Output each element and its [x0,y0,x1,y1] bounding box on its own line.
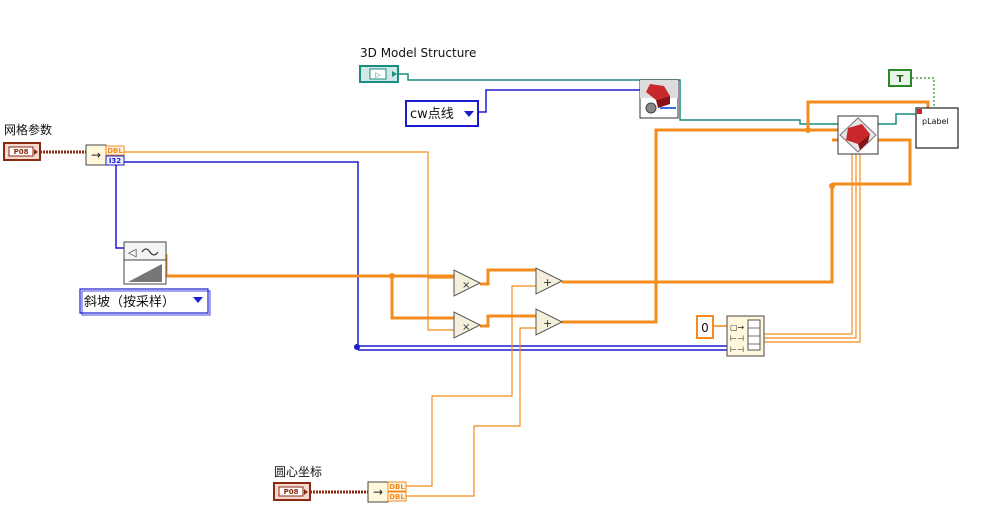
svg-text:0: 0 [701,321,709,335]
gear-icon [645,102,657,114]
wire-render-mode [478,89,643,113]
svg-text:▷: ▷ [375,71,381,79]
wire-bool [912,77,935,110]
wire-array-out3 [764,150,861,343]
center-coords-terminal[interactable]: P08 [273,482,311,501]
wire-center-dbl2 [406,327,536,497]
label-center-coords: 圆心坐标 [274,465,322,479]
dbl-tag-center-1: DBL [389,483,405,491]
chevron-down-icon [464,111,474,117]
wire-grid-dbl [122,151,454,279]
wire-grid-i32 [118,161,727,347]
wire-add2-out [562,128,838,324]
junction-orange-3 [829,183,835,189]
junction-orange-2 [805,127,811,133]
grid-params-terminal[interactable]: P08 [3,142,41,161]
wire-grid-i32-down [115,162,124,249]
chevron-down-icon [193,297,203,303]
junction-blue [354,344,360,350]
ramp-generator-vi[interactable]: ◁ [123,241,167,285]
bool-true-constant[interactable]: T [888,69,912,87]
waveform-type-value: 斜坡（按采样） [84,295,175,310]
model-structure-terminal[interactable]: ▷ [359,65,399,83]
add-node-2[interactable]: + [535,308,564,336]
unbundle-grid-params[interactable]: → DBL I32 [85,144,125,166]
junction-orange [389,273,395,279]
wire-grid-dbl-b [427,278,454,331]
svg-text:+: + [543,317,552,330]
multiply-node-2[interactable]: × [453,311,482,339]
waveform-type-ring[interactable]: 斜坡（按采样） [79,288,211,316]
plabel-text: pLabel [922,117,949,126]
wire-center-dbl1 [406,285,536,487]
wire-feedback [806,100,930,130]
wire-add1-out [562,186,834,284]
arrow-right-icon: ▢→ [730,323,745,332]
label-grid-params: 网格参数 [4,122,52,137]
arrow-right-icon: → [91,148,101,162]
wire-mul2-out [480,314,536,328]
multiply-node-1[interactable]: × [453,269,482,297]
add-node-1[interactable]: + [535,267,564,295]
constant-zero[interactable]: 0 [696,315,714,339]
create-object-vi[interactable] [639,79,679,119]
arrow-right-icon: ⊢⊣ [730,345,744,354]
cluster-tag-grid: P08 [14,148,29,156]
arrow-right-icon: → [373,485,383,499]
unbundle-center-coords[interactable]: → DBL DBL [367,481,407,503]
arrow-right-icon: ⊢⊣ [730,334,744,343]
svg-text:T: T [897,74,904,85]
svg-text:+: + [543,276,552,289]
wire-refnum-model [398,73,916,125]
svg-text:×: × [462,280,470,291]
wire-mul1-out [480,268,536,286]
svg-text:×: × [462,322,470,333]
dbl-tag-grid: DBL [107,147,123,155]
label-model-structure: 3D Model Structure [360,46,476,60]
wire-ramp-out [164,254,454,320]
cluster-tag-center: P08 [284,488,299,496]
wires [40,73,935,497]
cube-icon [646,84,670,100]
speaker-icon: ◁ [128,246,137,259]
render-mode-ring[interactable]: cw点线 [405,100,479,127]
wire-array-out1 [764,150,853,335]
wire-array-out2 [764,150,857,339]
set-drawable-vi[interactable] [837,115,879,155]
i32-tag-grid: I32 [109,157,121,165]
render-mode-value: cw点线 [410,107,454,122]
dbl-tag-center-2: DBL [389,493,405,501]
build-array-node[interactable]: ▢→ ⊢⊣ ⊢⊣ [726,315,765,357]
plabel-node[interactable]: pLabel [915,107,959,149]
sine-wave-icon [141,248,159,256]
ramp-icon [128,264,162,282]
